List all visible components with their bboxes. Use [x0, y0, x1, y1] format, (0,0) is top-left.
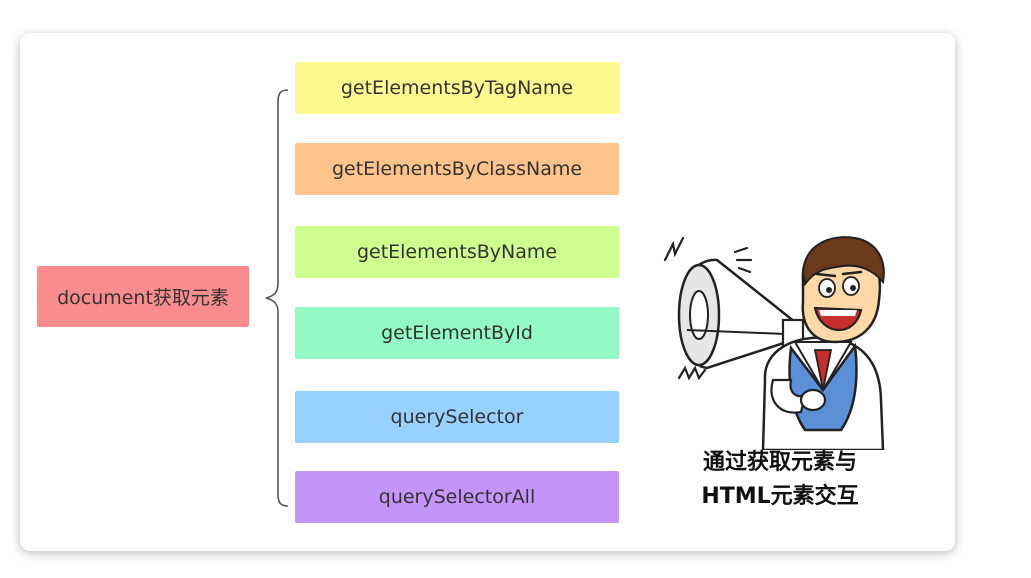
method-label: querySelectorAll — [378, 486, 536, 508]
method-label: getElementById — [381, 322, 533, 344]
method-label: getElementsByName — [356, 241, 558, 263]
method-label: querySelector — [390, 406, 524, 428]
method-node-get-element-by-id: getElementById — [295, 307, 619, 359]
method-node-get-elements-by-class-name: getElementsByClassName — [295, 143, 619, 195]
method-label: getElementsByTagName — [340, 77, 574, 99]
root-node: document获取元素 — [37, 266, 249, 327]
method-node-get-elements-by-tag-name: getElementsByTagName — [295, 62, 619, 114]
caption-line-1: 通过获取元素与 — [702, 450, 857, 475]
illustration-caption: 通过获取元素与 HTML元素交互 — [660, 446, 900, 514]
method-node-query-selector: querySelector — [295, 391, 619, 443]
megaphone-man-icon — [663, 236, 885, 450]
method-label: getElementsByClassName — [331, 158, 583, 180]
method-node-get-elements-by-name: getElementsByName — [295, 226, 619, 278]
caption-line-2: HTML元素交互 — [701, 484, 859, 509]
method-node-query-selector-all: querySelectorAll — [295, 471, 619, 523]
root-node-label: document获取元素 — [57, 287, 229, 309]
curly-brace-connector — [265, 89, 289, 507]
